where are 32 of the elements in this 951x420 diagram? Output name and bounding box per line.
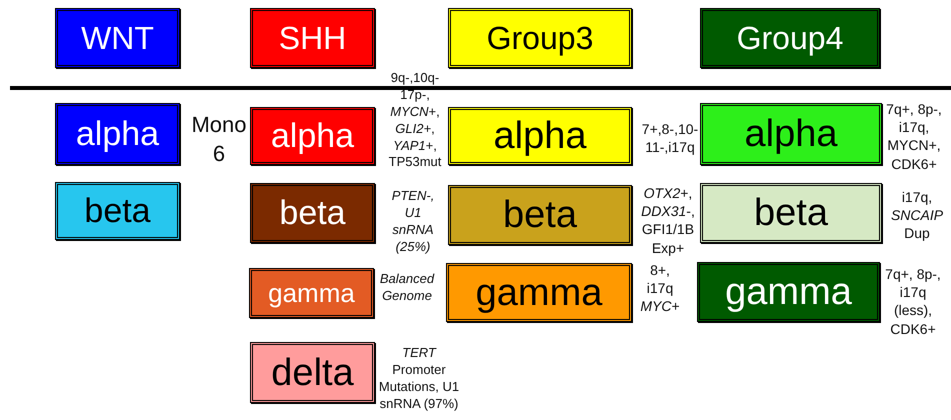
annotation-text: Mono 6 <box>190 111 248 168</box>
annotation-text: OTX2+, DDX31-, GFI1/1B Exp+ <box>640 184 696 257</box>
group-name: Group3 <box>486 22 594 54</box>
group-header-box <box>700 8 880 68</box>
annotation-text: 9q-,10q- 17p-, MYCN+, GLI2+, YAP1+, TP53mut <box>388 70 442 172</box>
subtype-name: alpha <box>76 117 160 151</box>
group-header-box <box>250 8 375 68</box>
group-name: WNT <box>81 22 154 54</box>
group-header-box <box>448 8 632 68</box>
subtype-name: gamma <box>725 273 852 311</box>
annotation-text: 7q+, 8p-, i17q, MYCN+, CDK6+ <box>885 100 943 173</box>
annotation-text: 7q+, 8p-, i17q (less), CDK6+ <box>885 265 941 338</box>
group-name: SHH <box>278 22 346 54</box>
group-header-box <box>55 8 180 68</box>
annotation-text: 8+, i17q MYC+ <box>639 261 681 316</box>
subtype-name: alpha <box>270 119 354 153</box>
subtype-name: alpha <box>744 115 838 153</box>
subtype-name: beta <box>754 194 828 232</box>
subtype-name: beta <box>503 196 577 234</box>
subtype-name: beta <box>84 194 151 228</box>
subtype-name: gamma <box>268 280 355 306</box>
group-name: Group4 <box>736 22 844 54</box>
annotation-text: i17q, SNCAIP Dup <box>890 188 944 243</box>
subtype-name: delta <box>271 354 354 392</box>
annotation-text: Balanced Genome <box>378 271 436 305</box>
subtype-name: gamma <box>476 274 602 312</box>
subtype-name: beta <box>279 196 346 230</box>
subtype-box <box>55 182 180 240</box>
annotation-text: 7+,8-,10- 11-,i17q <box>640 120 700 156</box>
subtype-name: alpha <box>494 117 586 155</box>
annotation-text: TERT Promoter Mutations, U1 snRNA (97%) <box>378 345 460 413</box>
annotation-text: PTEN-, U1 snRNA (25%) <box>390 188 436 256</box>
